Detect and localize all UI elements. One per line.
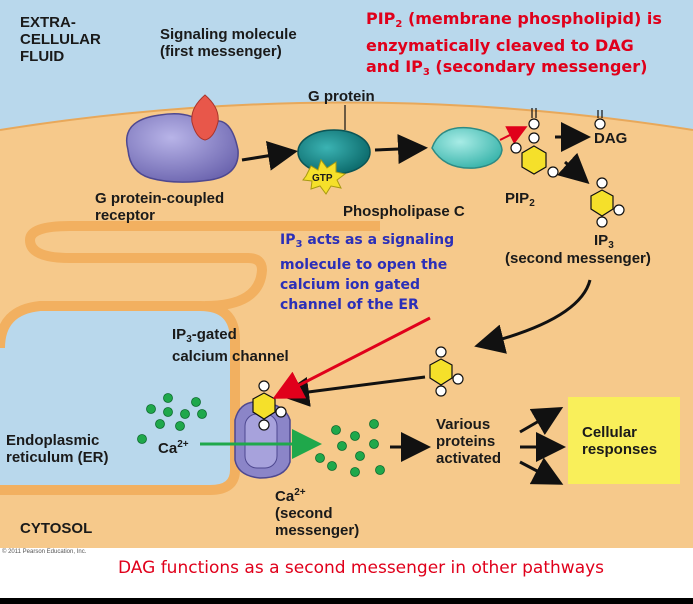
ip3-molecule-top <box>590 177 625 228</box>
label-gtp: GTP <box>312 173 333 184</box>
signaling-molecule <box>191 94 219 141</box>
label-g-protein: G protein <box>308 88 375 105</box>
label-ip3-gated-channel: IP3-gated calcium channel <box>172 326 289 365</box>
label-ca-cytosol: Ca2+ (second messenger) <box>275 487 360 539</box>
annotation-blue-ip3: IP3 acts as a signaling molecule to open… <box>280 232 455 313</box>
label-extracellular: EXTRA- CELLULAR FLUID <box>20 14 101 65</box>
g-protein-coupled-receptor <box>126 113 239 183</box>
footer-dag-note: DAG functions as a second messenger in o… <box>118 558 605 578</box>
label-phospholipase-c: Phospholipase C <box>343 203 465 220</box>
label-endoplasmic-reticulum: Endoplasmic reticulum (ER) <box>6 432 109 466</box>
pip2-molecule <box>510 108 559 178</box>
annotation-red-pip2: PIP2 (membrane phospholipid) is enzymati… <box>366 9 662 78</box>
ip3-bound <box>252 380 287 431</box>
label-pip2: PIP2 <box>505 190 535 209</box>
label-various-proteins: Various proteins activated <box>436 416 502 467</box>
label-cellular-responses: Cellular responses <box>582 424 658 458</box>
dag-molecule <box>594 110 606 130</box>
ip3-molecule-middle <box>429 346 464 397</box>
phospholipase-c <box>431 126 503 169</box>
label-second-messenger: (second messenger) <box>505 250 651 267</box>
label-cytosol: CYTOSOL <box>20 520 93 537</box>
copyright: © 2011 Pearson Education, Inc. <box>2 549 87 555</box>
calcium-ions-cytosol <box>315 419 385 477</box>
label-signaling-molecule: Signaling molecule (first messenger) <box>160 26 297 60</box>
label-ca-er: Ca2+ <box>158 439 189 457</box>
gtp-star <box>302 158 347 195</box>
cellular-responses-box <box>568 397 680 484</box>
calcium-ions-er <box>137 393 207 444</box>
label-dag: DAG <box>594 130 628 147</box>
label-gpcr: G protein-coupled receptor <box>95 190 225 224</box>
label-ip3: IP3 <box>594 232 614 251</box>
